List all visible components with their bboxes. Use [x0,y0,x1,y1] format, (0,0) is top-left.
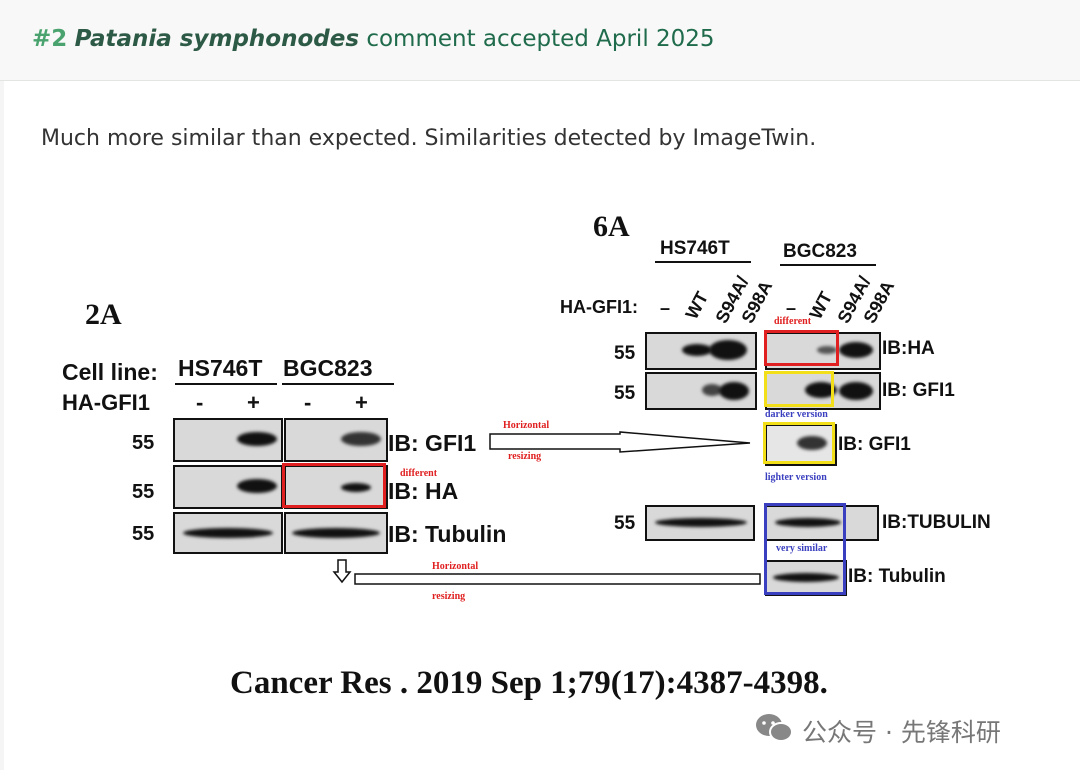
blot-label-6a-5: IB: Tubulin [848,566,946,587]
underline-hs746t-right [655,261,751,263]
arrow-down-small [332,559,352,584]
mw-right-1: 55 [614,343,636,364]
comment-number[interactable]: #2 [32,26,68,52]
lane-5: – [786,298,797,318]
note-different-right: different [774,316,812,327]
line-bgc823-right: BGC823 [783,241,857,262]
blot-6a-tub-bottom [765,560,847,596]
panel-label-2a: 2A [85,298,122,331]
treatment-label-right: HA-GFI1: [560,297,638,317]
mw-right-2: 55 [614,383,636,404]
blot-2a-tub-hs [173,512,283,554]
cell-line-label: Cell line: [62,359,158,385]
mw-left-1: 55 [132,432,155,454]
note-darker: darker version [765,409,828,420]
treat-1: - [196,390,204,415]
panel-label-6a: 6A [593,210,630,243]
underline-bgc823-left [282,383,394,385]
blot-label-2a-1: IB: GFI1 [388,430,477,456]
blot-label-2a-3: IB: Tubulin [388,521,507,547]
blot-label-6a-4: IB:TUBULIN [882,512,991,533]
treat-3: - [304,390,312,415]
comment-status: comment accepted April 2025 [366,26,715,52]
line-hs746t-right: HS746T [660,238,730,259]
treatment-label-left: HA-GFI1 [62,390,150,415]
arrow1-line2: resizing [508,451,542,462]
lane-1: – [660,298,671,318]
blot-2a-gfi1-hs [173,418,283,462]
blot-6a-tub-hs [645,505,755,541]
post-card [4,0,1080,770]
arrow-bottom [354,573,761,585]
arrow2-line1: Horizontal [432,561,479,572]
blot-6a-ha-hs [645,332,757,370]
note-similar: very similar [776,543,828,554]
blot-2a-tub-bgc [284,512,388,554]
blot-label-2a-2: IB: HA [388,478,459,504]
blot-2a-ha-hs [173,465,283,509]
comment-description: Much more similar than expected. Similar… [41,126,817,151]
treat-2: + [247,390,260,415]
note-lighter: lighter version [765,472,827,483]
watermark-text: 公众号 · 先锋科研 [802,718,1001,747]
blot-2a-ha-bgc [284,465,388,509]
comment-header: #2 Patania symphonodes comment accepted … [0,0,1080,81]
mw-left-2: 55 [132,481,155,503]
line-bgc823-left: BGC823 [283,355,373,381]
mw-left-3: 55 [132,523,155,545]
underline-bgc823-right [780,264,876,266]
citation: Cancer Res . 2019 Sep 1;79(17):4387-4398… [230,665,828,701]
blot-2a-gfi1-bgc [284,418,388,462]
wechat-icon [754,712,794,750]
red-highlight-6a [764,330,839,366]
arrow1-line1: Horizontal [503,420,550,431]
line-hs746t-left: HS746T [178,355,263,381]
yellow-highlight-darker [764,371,834,407]
yellow-highlight-lighter [763,422,835,464]
blot-label-6a-1: IB:HA [882,338,935,359]
underline-hs746t-left [175,383,277,385]
arrow-right-top [489,431,751,453]
blue-highlight-tubulin [764,503,846,595]
blot-6a-gfi1-bgc [765,372,881,410]
note-different-left: different [400,468,438,479]
blot-label-6a-2: IB: GFI1 [882,380,955,401]
treat-4: + [355,390,368,415]
watermark: 公众号 · 先锋科研 [754,712,1001,750]
blot-6a-gfi1-light [765,424,837,466]
comment-title: #2 Patania symphonodes comment accepted … [32,26,715,52]
species-name[interactable]: Patania symphonodes [74,26,360,52]
red-highlight-2a [282,463,386,508]
blot-6a-gfi1-hs [645,372,757,410]
arrow2-line2: resizing [432,591,466,602]
blot-label-6a-3: IB: GFI1 [838,434,911,455]
mw-right-3: 55 [614,513,636,534]
